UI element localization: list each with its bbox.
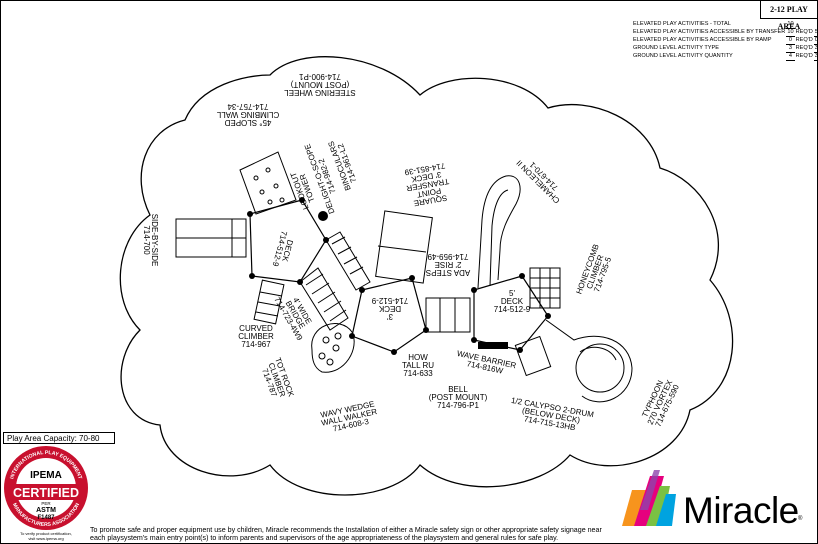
activity-req-value: 0 bbox=[813, 36, 818, 45]
activity-value: 3 bbox=[786, 44, 795, 53]
activity-req-label: REQ'D bbox=[795, 45, 813, 51]
ada-steps bbox=[425, 297, 471, 333]
square-point-transfer bbox=[375, 210, 433, 284]
deck-left bbox=[249, 199, 327, 283]
label-steering-wheel: STEERING WHEEL(POST MOUNT)714-900-P1 bbox=[284, 72, 356, 97]
sloped-climbing-wall bbox=[239, 151, 297, 215]
activity-req-value: 3 bbox=[813, 44, 818, 53]
curved-climber bbox=[253, 279, 285, 325]
activity-row: ELEVATED PLAY ACTIVITIES ACCESSIBLE BY R… bbox=[632, 36, 818, 45]
svg-text:CERTIFIED: CERTIFIED bbox=[13, 486, 79, 500]
activity-value: 4 bbox=[786, 52, 795, 61]
activity-req-label: REQ'D bbox=[795, 37, 813, 43]
activity-row: GROUND LEVEL ACTIVITY QUANTITY 4 REQ'D 3 bbox=[632, 52, 818, 61]
svg-text:visit www.ipema.org: visit www.ipema.org bbox=[28, 536, 63, 541]
deck-five bbox=[473, 275, 549, 351]
activity-row: GROUND LEVEL ACTIVITY TYPE 3 REQ'D 3 bbox=[632, 44, 818, 53]
side-by-side-slide bbox=[175, 218, 247, 258]
label-chameleon: CHAMELEON II714-670-1 bbox=[515, 153, 568, 206]
label-side-slide: SIDE-BY-SIDE714-700 bbox=[142, 214, 159, 267]
steering-wheel-icon bbox=[318, 211, 328, 221]
ipema-seal: INTERNATIONAL PLAY EQUIPMENT MANUFACTURE… bbox=[4, 446, 88, 541]
label-sloped-wall: 45° SLOPEDCLIMBING WALL714-757-34 bbox=[216, 102, 279, 127]
label-calypso: 1/2 CALYPSO 2-DRUM(BELOW DECK)714-715-13… bbox=[508, 396, 595, 435]
safety-disclaimer: To promote safe and proper equipment use… bbox=[90, 526, 630, 542]
activity-label: ELEVATED PLAY ACTIVITIES ACCESSIBLE BY T… bbox=[633, 29, 786, 35]
activity-label: ELEVATED PLAY ACTIVITIES ACCESSIBLE BY R… bbox=[633, 37, 772, 43]
svg-text:F1487: F1487 bbox=[37, 515, 55, 521]
label-deck-center: 3'DECK714-512-9 bbox=[371, 296, 408, 321]
activity-req-label: REQ'D bbox=[795, 29, 813, 35]
activity-value: 0 bbox=[786, 36, 795, 45]
miracle-logo-icon bbox=[622, 470, 676, 526]
calypso-drum bbox=[514, 335, 552, 377]
label-square-point: SQUAREPOINTTRANSFER3' DECK714-851-39 bbox=[403, 161, 453, 209]
label-bell: BELL(POST MOUNT)714-796-P1 bbox=[429, 385, 488, 410]
svg-text:PER: PER bbox=[41, 501, 51, 506]
play-area-outline bbox=[119, 56, 734, 496]
registered-mark: ® bbox=[798, 516, 803, 522]
activity-label: ELEVATED PLAY ACTIVITIES - TOTAL bbox=[633, 21, 731, 28]
activity-table: ELEVATED PLAY ACTIVITIES - TOTAL 10 ELEV… bbox=[632, 21, 818, 61]
activity-label: GROUND LEVEL ACTIVITY QUANTITY bbox=[633, 53, 733, 59]
bridge-upper bbox=[325, 231, 371, 291]
typhoon-slide bbox=[545, 319, 633, 403]
activity-row: ELEVATED PLAY ACTIVITIES - TOTAL 10 bbox=[632, 21, 818, 29]
tot-rock-climber bbox=[311, 323, 355, 373]
activity-req-label: REQ'D bbox=[795, 53, 813, 59]
activity-req-value: 3 bbox=[813, 52, 818, 61]
activity-req-value: 5 bbox=[813, 28, 818, 37]
label-tot-rock: TOT ROCKCLIMBER714-787 bbox=[258, 356, 296, 404]
activity-row: ELEVATED PLAY ACTIVITIES ACCESSIBLE BY T… bbox=[632, 28, 818, 37]
label-wavy-wedge: WAVY WEDGEWALL WALKER714-608-3 bbox=[319, 399, 380, 435]
activity-value: 10 bbox=[786, 28, 795, 37]
disclaimer-line: To promote safe and proper equipment use… bbox=[90, 526, 602, 534]
wave-barrier bbox=[478, 342, 508, 349]
svg-text:ASTM: ASTM bbox=[36, 507, 56, 514]
honeycomb-climber bbox=[529, 267, 561, 309]
label-honeycomb: HONEYCOMBCLIMBER714-795-5 bbox=[574, 243, 615, 301]
activity-label: GROUND LEVEL ACTIVITY TYPE bbox=[633, 45, 720, 51]
bridge bbox=[299, 267, 349, 331]
play-area-capacity: Play Area Capacity: 70-80 bbox=[3, 432, 115, 444]
label-wave-barrier: WAVE BARRIER714-816W bbox=[454, 349, 517, 378]
disclaimer-line: each playsystem's main entry point(s) to… bbox=[90, 533, 559, 542]
label-bridge: 4' WIDEBRIDGE714-723-4W9 bbox=[272, 288, 318, 343]
chameleon-slide bbox=[477, 175, 521, 289]
brand-name: Miracle bbox=[683, 490, 799, 531]
activity-value: 10 bbox=[786, 21, 795, 29]
label-deck-left: DECK714-512-9 bbox=[270, 230, 296, 270]
svg-text:To verify product certificatio: To verify product certification, bbox=[20, 531, 72, 536]
label-typhoon: TYPHOON270 VORTEX714-675-590 bbox=[638, 375, 681, 430]
label-ada-steps: ADA STEPS2' RISE714-959-49 bbox=[426, 252, 470, 277]
svg-text:IPEMA: IPEMA bbox=[30, 470, 62, 481]
